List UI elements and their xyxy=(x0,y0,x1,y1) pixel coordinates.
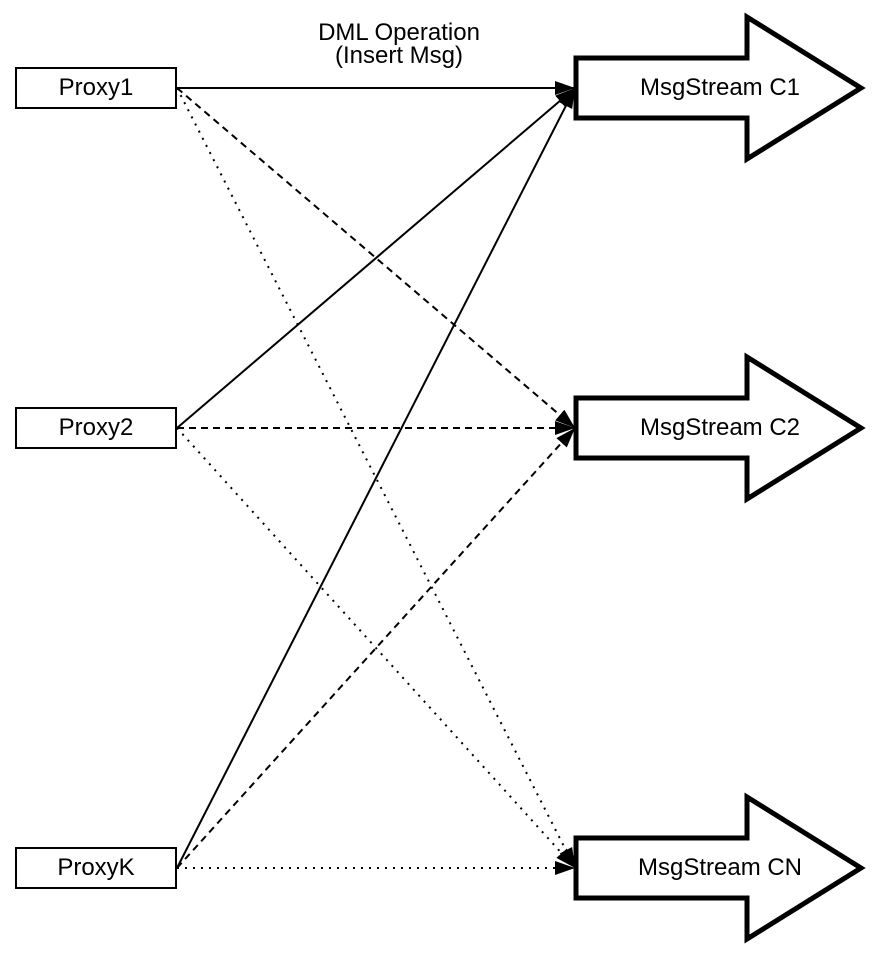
edge-p1-c2-dashed xyxy=(176,87,576,429)
edge-p2-cn-dotted xyxy=(176,427,576,869)
node-proxyk: ProxyK xyxy=(15,847,177,889)
stream-arrow-shape-cn xyxy=(573,792,866,944)
edges-layer xyxy=(176,81,576,875)
stream-arrow-shape-c1 xyxy=(573,12,866,164)
node-proxy1: Proxy1 xyxy=(15,67,177,109)
edge-label-line2: (Insert Msg) xyxy=(334,42,463,69)
edge-p2-c1-solid xyxy=(176,87,576,429)
edge-pk-c1-solid xyxy=(176,87,576,869)
stream-label-c1: MsgStream C1 xyxy=(639,74,801,101)
node-proxy2: Proxy2 xyxy=(15,407,177,449)
edge-p1-cn-dotted xyxy=(176,87,576,869)
edge-label-line1: DML Operation xyxy=(318,19,480,46)
node-proxy1-label: Proxy1 xyxy=(58,74,134,101)
edge-pk-c2-dashed xyxy=(176,427,576,869)
stream-label-c2: MsgStream C2 xyxy=(639,414,801,441)
edge-label: DML Operation (Insert Msg) xyxy=(299,19,499,69)
node-proxyk-label: ProxyK xyxy=(57,854,135,881)
stream-label-cn: MsgStream CN xyxy=(637,854,803,881)
stream-arrow-shape-c2 xyxy=(573,352,866,504)
node-proxy2-label: Proxy2 xyxy=(58,414,134,441)
